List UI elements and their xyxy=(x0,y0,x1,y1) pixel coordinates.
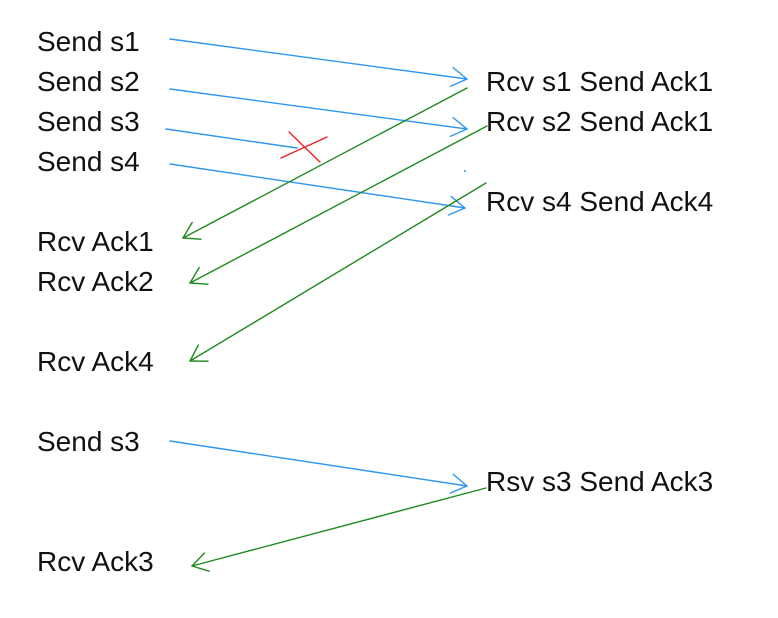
arrow-ack4-line xyxy=(189,182,487,362)
label-rsv-s3-send-ack3: Rsv s3 Send Ack3 xyxy=(486,466,714,497)
label-rcv-s2-send-ack1: Rcv s2 Send Ack1 xyxy=(486,106,714,137)
label-rcv-ack3: Rcv Ack3 xyxy=(37,546,154,577)
arrow-send-s2-line xyxy=(169,88,468,130)
label-send-s3-retransmit: Send s3 xyxy=(37,426,140,457)
arrow-ack1-second-line xyxy=(189,125,488,284)
label-rcv-ack2: Rcv Ack2 xyxy=(37,266,154,297)
label-rcv-ack1: Rcv Ack1 xyxy=(37,226,154,257)
label-send-s4: Send s4 xyxy=(37,146,140,177)
arrow-send-s1-line xyxy=(169,38,468,80)
arrow-send-s4-head-icon xyxy=(447,195,466,216)
label-rcv-ack4: Rcv Ack4 xyxy=(37,346,154,377)
lost-packet-x-icon xyxy=(280,131,328,163)
arrow-send-s3-retransmit-line xyxy=(169,440,468,487)
arrow-send-s3-retransmit-head-icon xyxy=(449,473,468,494)
arrow-send-s1-head-icon xyxy=(449,66,468,87)
label-send-s1: Send s1 xyxy=(37,26,140,57)
label-send-s3: Send s3 xyxy=(37,106,140,137)
arrow-ack3-head-icon xyxy=(191,552,210,572)
label-rcv-s4-send-ack4: Rcv s4 Send Ack4 xyxy=(486,186,714,217)
label-send-s2: Send s2 xyxy=(37,66,140,97)
arrow-ack1-second-head-icon xyxy=(189,266,209,285)
label-rcv-s1-send-ack1: Rcv s1 Send Ack1 xyxy=(486,66,714,97)
arrow-send-s3-lost-line xyxy=(165,128,298,149)
arrow-ack4-head-icon xyxy=(189,344,209,362)
arrow-ack3-line xyxy=(191,487,487,567)
stray-dot xyxy=(464,170,466,172)
arrow-ack1-first-head-icon xyxy=(182,221,202,240)
arrow-send-s4-line xyxy=(169,163,466,209)
arrow-ack1-first-line xyxy=(182,87,468,239)
arrows-layer xyxy=(165,38,488,572)
arrow-send-s2-head-icon xyxy=(449,116,468,137)
